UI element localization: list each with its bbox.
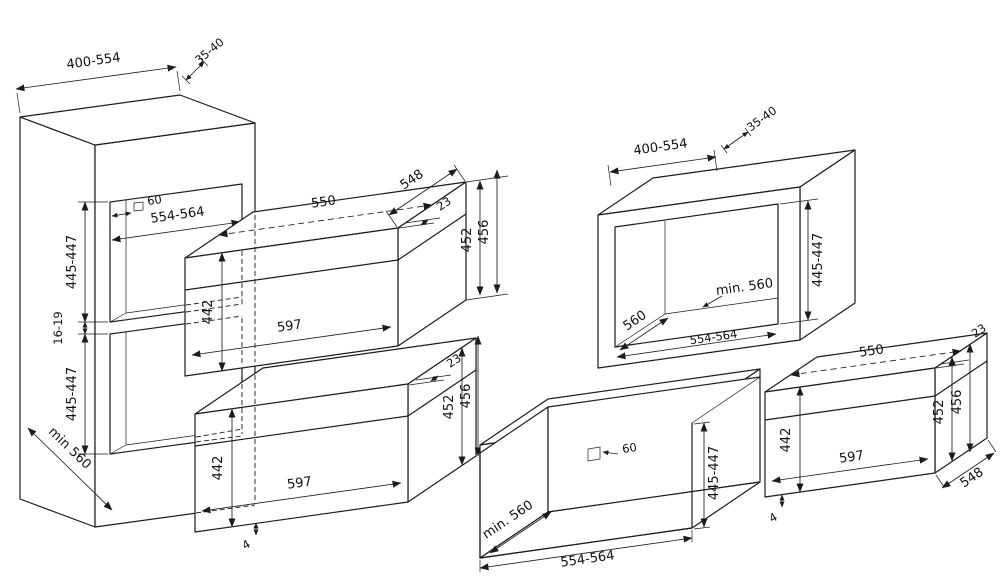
dim-front-height: 442 [779, 428, 794, 453]
dim-outlet-offset: 60 [146, 192, 162, 208]
interior-ceiling-right-edge [691, 376, 761, 424]
dim-bottom-trim: 4 [239, 537, 252, 553]
ext-line [465, 293, 509, 301]
dim-shelf-thickness: 16-19 [51, 311, 65, 344]
leader-min-depth [702, 295, 723, 308]
ext-line [779, 318, 819, 325]
dim-line-front-width [771, 456, 929, 484]
dim-front-offset: 23 [434, 194, 454, 214]
dim-line-depth [388, 168, 458, 216]
dim-top-depth: 400-554 [66, 50, 122, 72]
dim-niche-width: 554-564 [150, 204, 206, 226]
wall-cabinet: 400-554 35-40 560 min. 560 554-564 445-4… [597, 103, 856, 369]
dim-niche-height: 445-447 [707, 446, 722, 500]
dim-front-width: 597 [286, 474, 313, 492]
dim-front-height: 442 [211, 456, 226, 481]
dim-body-width: 550 [858, 342, 885, 360]
dim-overall-height: 456 [477, 220, 492, 245]
right-installation-diagram: 400-554 35-40 560 min. 560 554-564 445-4… [479, 103, 997, 572]
ext-line [779, 198, 819, 205]
hidden-niche-edge [185, 315, 243, 325]
upper-oven: 550 548 23 442 597 452 456 [184, 164, 509, 377]
outlet-box [587, 446, 601, 462]
cabinet-niche [614, 203, 779, 348]
dim-line-niche-width [479, 535, 693, 571]
dim-niche-width: 554-564 [560, 548, 616, 570]
dim-line-top-depth [609, 154, 717, 175]
dim-line-front-width [201, 480, 402, 514]
dim-front-height: 442 [201, 300, 216, 325]
ext-line [935, 474, 945, 488]
dim-overall-height: 456 [459, 384, 474, 409]
dim-outlet-offset: 60 [621, 440, 637, 456]
dim-line-top-depth [15, 64, 177, 92]
dim-line-outlet-offset [111, 211, 132, 218]
ext-line [176, 70, 181, 92]
left-installation-diagram: 400-554 35-40 60 554-564 445-447 16-19 4… [15, 35, 509, 553]
ext-line [453, 164, 466, 182]
dim-niche-height: 445-447 [811, 233, 826, 287]
leader-outlet [602, 450, 619, 456]
oven-door-seam [764, 395, 936, 421]
dim-body-width: 550 [310, 193, 337, 211]
base-cabinet: 60 min. 560 554-564 445-447 [479, 368, 761, 572]
dim-line-body-width [790, 348, 962, 378]
dim-line-body-width [218, 202, 433, 238]
ext-line [607, 164, 612, 187]
dim-depth: 548 [958, 465, 987, 491]
dim-top-gap: 35-40 [744, 103, 779, 134]
lower-niche-floor-edge [109, 444, 127, 455]
dim-bottom-trim: 4 [766, 510, 779, 526]
dim-line-min-depth [27, 427, 113, 511]
dim-top-gap: 35-40 [192, 35, 227, 67]
ext-line [16, 92, 21, 114]
lower-oven: 23 442 597 452 456 4 [194, 335, 482, 553]
niche-back-floor-edge [664, 297, 779, 315]
dim-upper-niche-height: 445-447 [65, 235, 80, 289]
upper-niche-floor-edge [109, 312, 127, 323]
ext-line [987, 439, 997, 453]
oven-side-seam [934, 360, 988, 397]
dim-top-depth: 400-554 [633, 136, 689, 158]
dim-niche-width: 554-564 [689, 327, 739, 348]
outlet-box [133, 201, 144, 212]
hidden-cabinet-bottom-edge [195, 504, 256, 514]
hidden-niche-edge [185, 296, 243, 306]
ext-line [713, 149, 718, 172]
dim-line-niche-width [616, 331, 777, 360]
dim-body-height: 452 [932, 400, 947, 425]
hidden-edges [185, 215, 256, 514]
dim-lower-niche-height: 445-447 [65, 367, 80, 421]
dim-line-top-gap [723, 131, 749, 150]
ext-line [465, 175, 509, 183]
dim-line-front-offset [430, 375, 439, 382]
hidden-niche-edge [185, 303, 243, 313]
dim-overall-height: 456 [950, 390, 965, 415]
dim-line-depth [941, 452, 995, 489]
dim-line-top-gap [185, 61, 205, 81]
dim-line-front-offset [420, 219, 429, 226]
ext-line [385, 210, 398, 228]
dim-front-width: 597 [276, 317, 303, 335]
ext-line [693, 526, 711, 530]
dim-body-height: 452 [442, 395, 457, 420]
dim-front-width: 597 [838, 448, 865, 466]
cabinet-top-face [19, 94, 256, 146]
dim-body-height: 452 [460, 228, 475, 253]
compact-oven: 23 550 452 456 442 597 548 4 [764, 321, 997, 526]
dim-line-front-width [191, 324, 392, 358]
dim-front-offset: 23 [969, 321, 989, 341]
